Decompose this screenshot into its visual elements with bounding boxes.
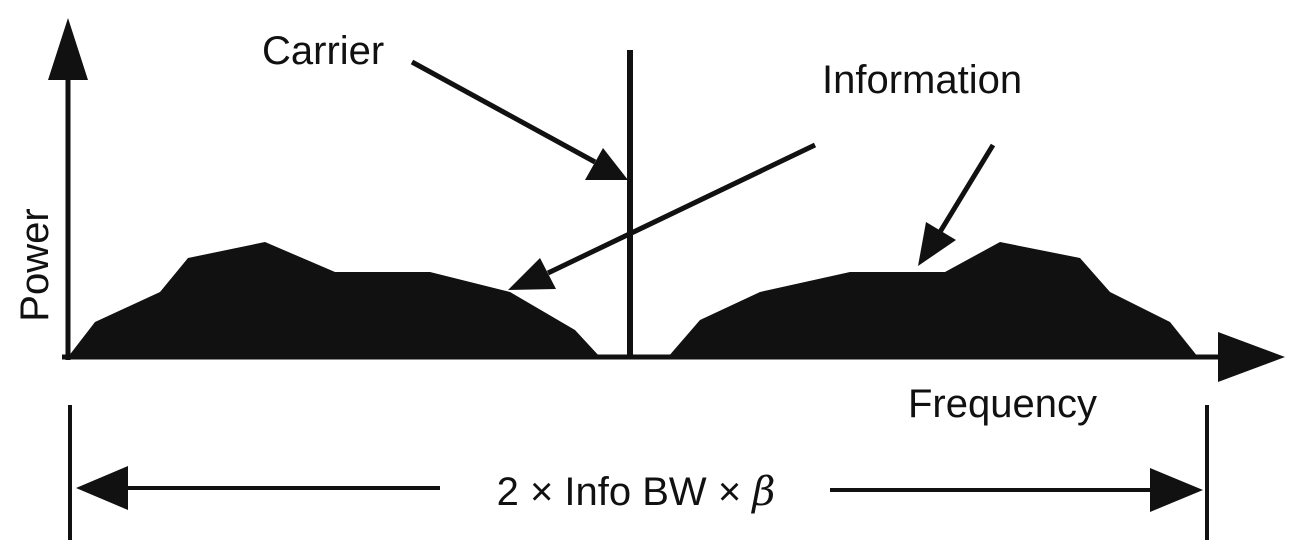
information-arrowhead-left <box>508 258 556 290</box>
information-arrow-right <box>937 143 996 234</box>
bandwidth-beta: β <box>750 469 775 515</box>
left-sideband <box>68 242 600 357</box>
bandwidth-times-2: × <box>718 470 741 514</box>
bandwidth-label: 2 × Info BW × β <box>497 469 776 515</box>
power-axis-arrowhead <box>48 18 88 80</box>
bandwidth-factor: 2 <box>497 470 519 514</box>
frequency-axis-label: Frequency <box>908 382 1097 426</box>
carrier-arrow <box>410 59 597 165</box>
bandwidth-left-arrowhead <box>76 466 128 510</box>
carrier-label: Carrier <box>262 29 384 73</box>
information-arrowhead-right <box>918 222 956 266</box>
bandwidth-right-arrowhead <box>1150 468 1203 512</box>
frequency-axis-arrowhead <box>1218 332 1285 382</box>
bandwidth-times-1: × <box>530 470 553 514</box>
carrier-arrowhead <box>585 148 628 180</box>
right-sideband <box>668 242 1198 357</box>
bandwidth-info-bw: Info BW <box>564 470 707 514</box>
information-arrow-left <box>546 142 817 276</box>
power-axis-label: Power <box>13 208 57 321</box>
information-label: Information <box>822 58 1022 102</box>
